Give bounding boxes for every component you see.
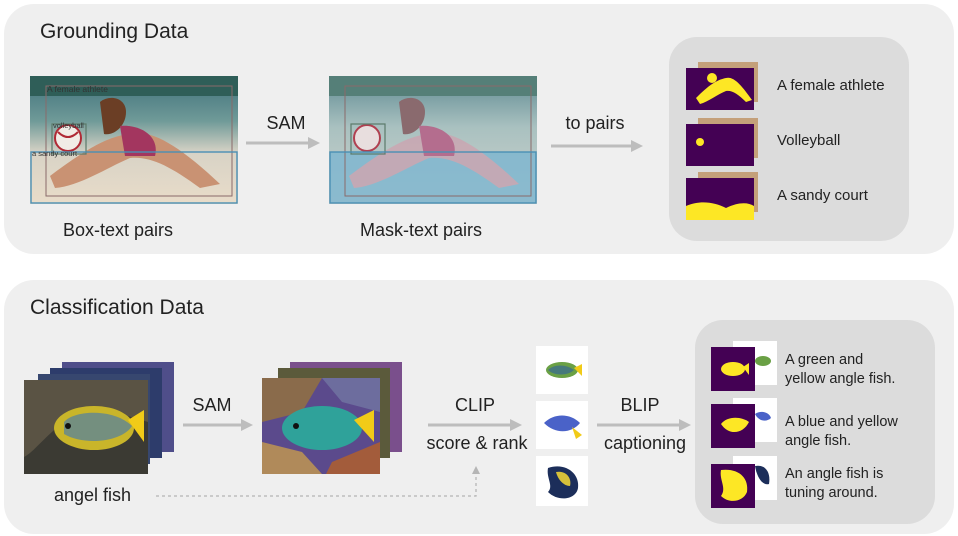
caption-1-line-1: A green and: [785, 352, 864, 368]
crop-thumb-2: [536, 401, 588, 449]
arrow-to-pairs: [551, 140, 643, 152]
crop-thumb-1: [536, 346, 588, 394]
caption-3-line-2: tuning around.: [785, 485, 878, 501]
box-label-athlete: A female athlete: [47, 84, 108, 94]
arrow-clip: [428, 419, 522, 431]
grounding-title: Grounding Data: [40, 20, 189, 43]
box-label-volleyball: volleyball: [53, 121, 84, 130]
segmented-fish-stack: [262, 362, 402, 474]
to-pairs-label: to pairs: [565, 113, 625, 133]
captioning-label: captioning: [603, 433, 687, 453]
score-rank-label: score & rank: [426, 433, 528, 453]
caption-text-1: A green and yellow angle fish.: [785, 351, 895, 389]
arrow-sam-bottom: [183, 419, 253, 431]
mask-court: [686, 172, 758, 220]
pair-label-athlete: A female athlete: [777, 77, 885, 94]
crop-thumb-3: [536, 456, 588, 506]
pair-label-court: A sandy court: [777, 187, 868, 204]
box-label-court: a sandy court: [32, 149, 78, 158]
sam-label-bottom: SAM: [192, 395, 232, 415]
mask-volleyball: [686, 118, 758, 166]
fish-image-stack: [24, 362, 174, 474]
caption-2-line-2: angle fish.: [785, 433, 852, 449]
mask-athlete: [686, 62, 758, 110]
caption-2-line-1: A blue and yellow: [785, 414, 898, 430]
caption-text-3: An angle fish is tuning around.: [785, 465, 883, 503]
sam-label-top: SAM: [266, 113, 306, 133]
classification-title: Classification Data: [30, 296, 204, 319]
caption-mask-1: [711, 341, 777, 391]
caption-mask-3: [711, 456, 777, 508]
caption-text-2: A blue and yellow angle fish.: [785, 413, 898, 451]
angel-fish-label: angel fish: [54, 485, 132, 505]
pair-label-volleyball: Volleyball: [777, 132, 841, 149]
blip-label: BLIP: [620, 395, 660, 415]
caption-1-line-2: yellow angle fish.: [785, 371, 896, 387]
clip-label: CLIP: [454, 395, 496, 415]
mask-text-image: [329, 76, 537, 204]
arrow-sam-top: [246, 137, 320, 149]
arrow-blip: [597, 419, 691, 431]
dashed-connector: [156, 466, 480, 497]
box-text-image: A female athlete volleyball a sandy cour…: [30, 76, 238, 204]
caption-3-line-1: An angle fish is: [785, 466, 884, 482]
box-text-caption: Box-text pairs: [63, 220, 174, 240]
mask-text-caption: Mask-text pairs: [360, 220, 483, 240]
caption-mask-2: [711, 398, 777, 448]
